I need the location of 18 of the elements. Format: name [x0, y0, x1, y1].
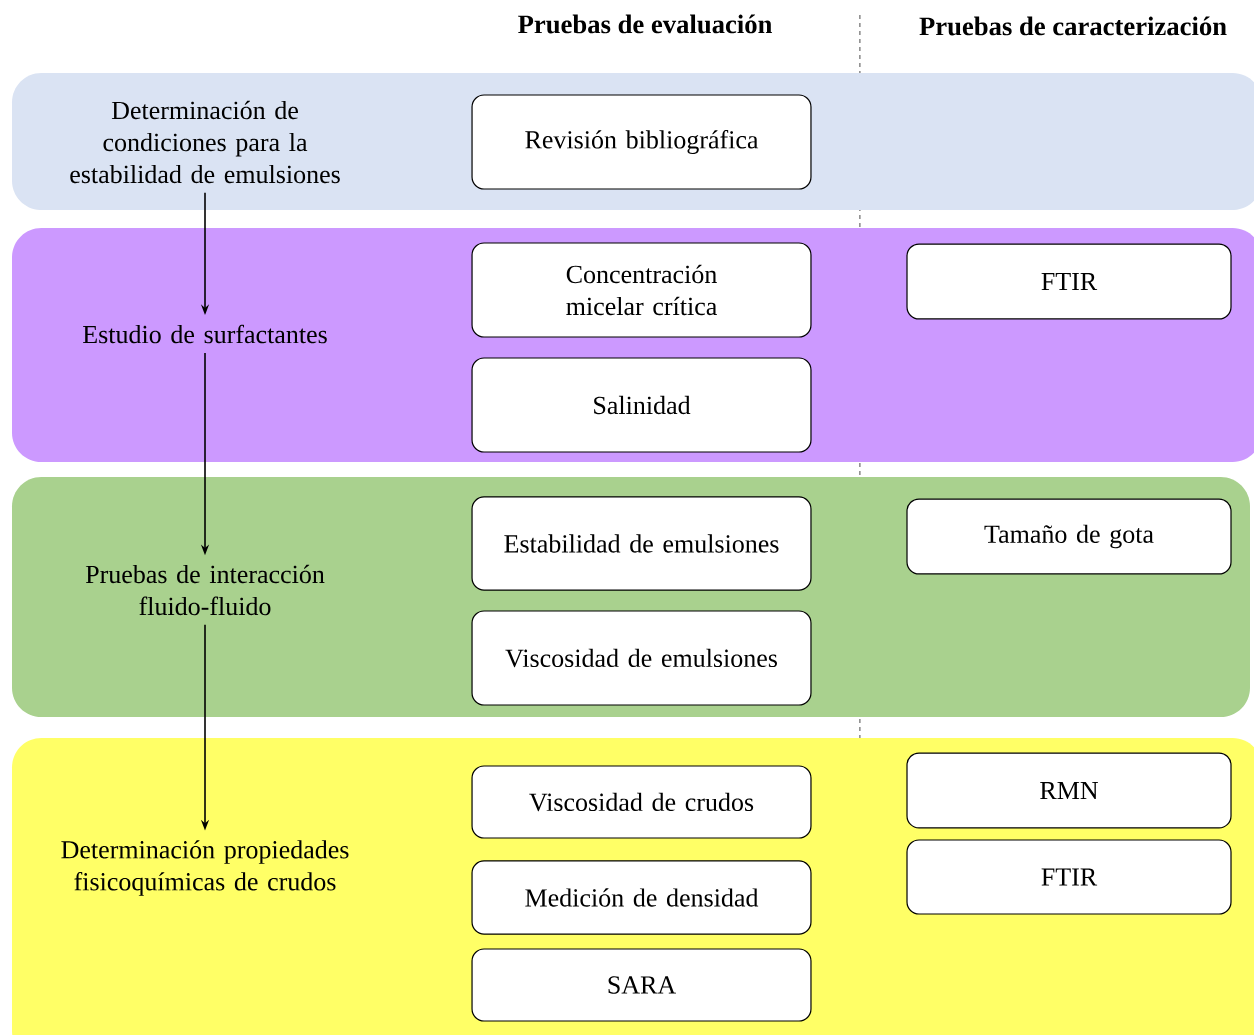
test-box: RMN: [906, 752, 1232, 829]
test-box: SARA: [471, 948, 812, 1022]
test-box: Tamaño de gota: [906, 498, 1232, 575]
test-box: Salinidad: [471, 357, 812, 453]
test-box: Concentración micelar crítica: [471, 242, 812, 338]
stage-label: Determinación de condiciones para la estabilidad de emulsiones: [70, 100, 340, 184]
test-box: FTIR: [906, 839, 1232, 915]
test-box: Estabilidad de emulsiones: [471, 496, 812, 591]
test-box: FTIR: [906, 243, 1232, 320]
stage-label: Determinación propiedades fisicoquímicas de crudos: [61, 840, 349, 896]
test-box: Viscosidad de crudos: [471, 765, 812, 839]
stage-label: Estudio de surfactantes: [83, 324, 327, 344]
stage-label: Pruebas de interacción fluido-fluido: [85, 564, 325, 616]
test-box: Medición de densidad: [471, 860, 812, 935]
column-heading: Pruebas de caracterización: [919, 16, 1227, 36]
column-heading: Pruebas de evaluación: [518, 14, 772, 34]
test-box: Revisión bibliográfica: [471, 94, 812, 190]
test-box: Viscosidad de emulsiones: [471, 610, 812, 706]
